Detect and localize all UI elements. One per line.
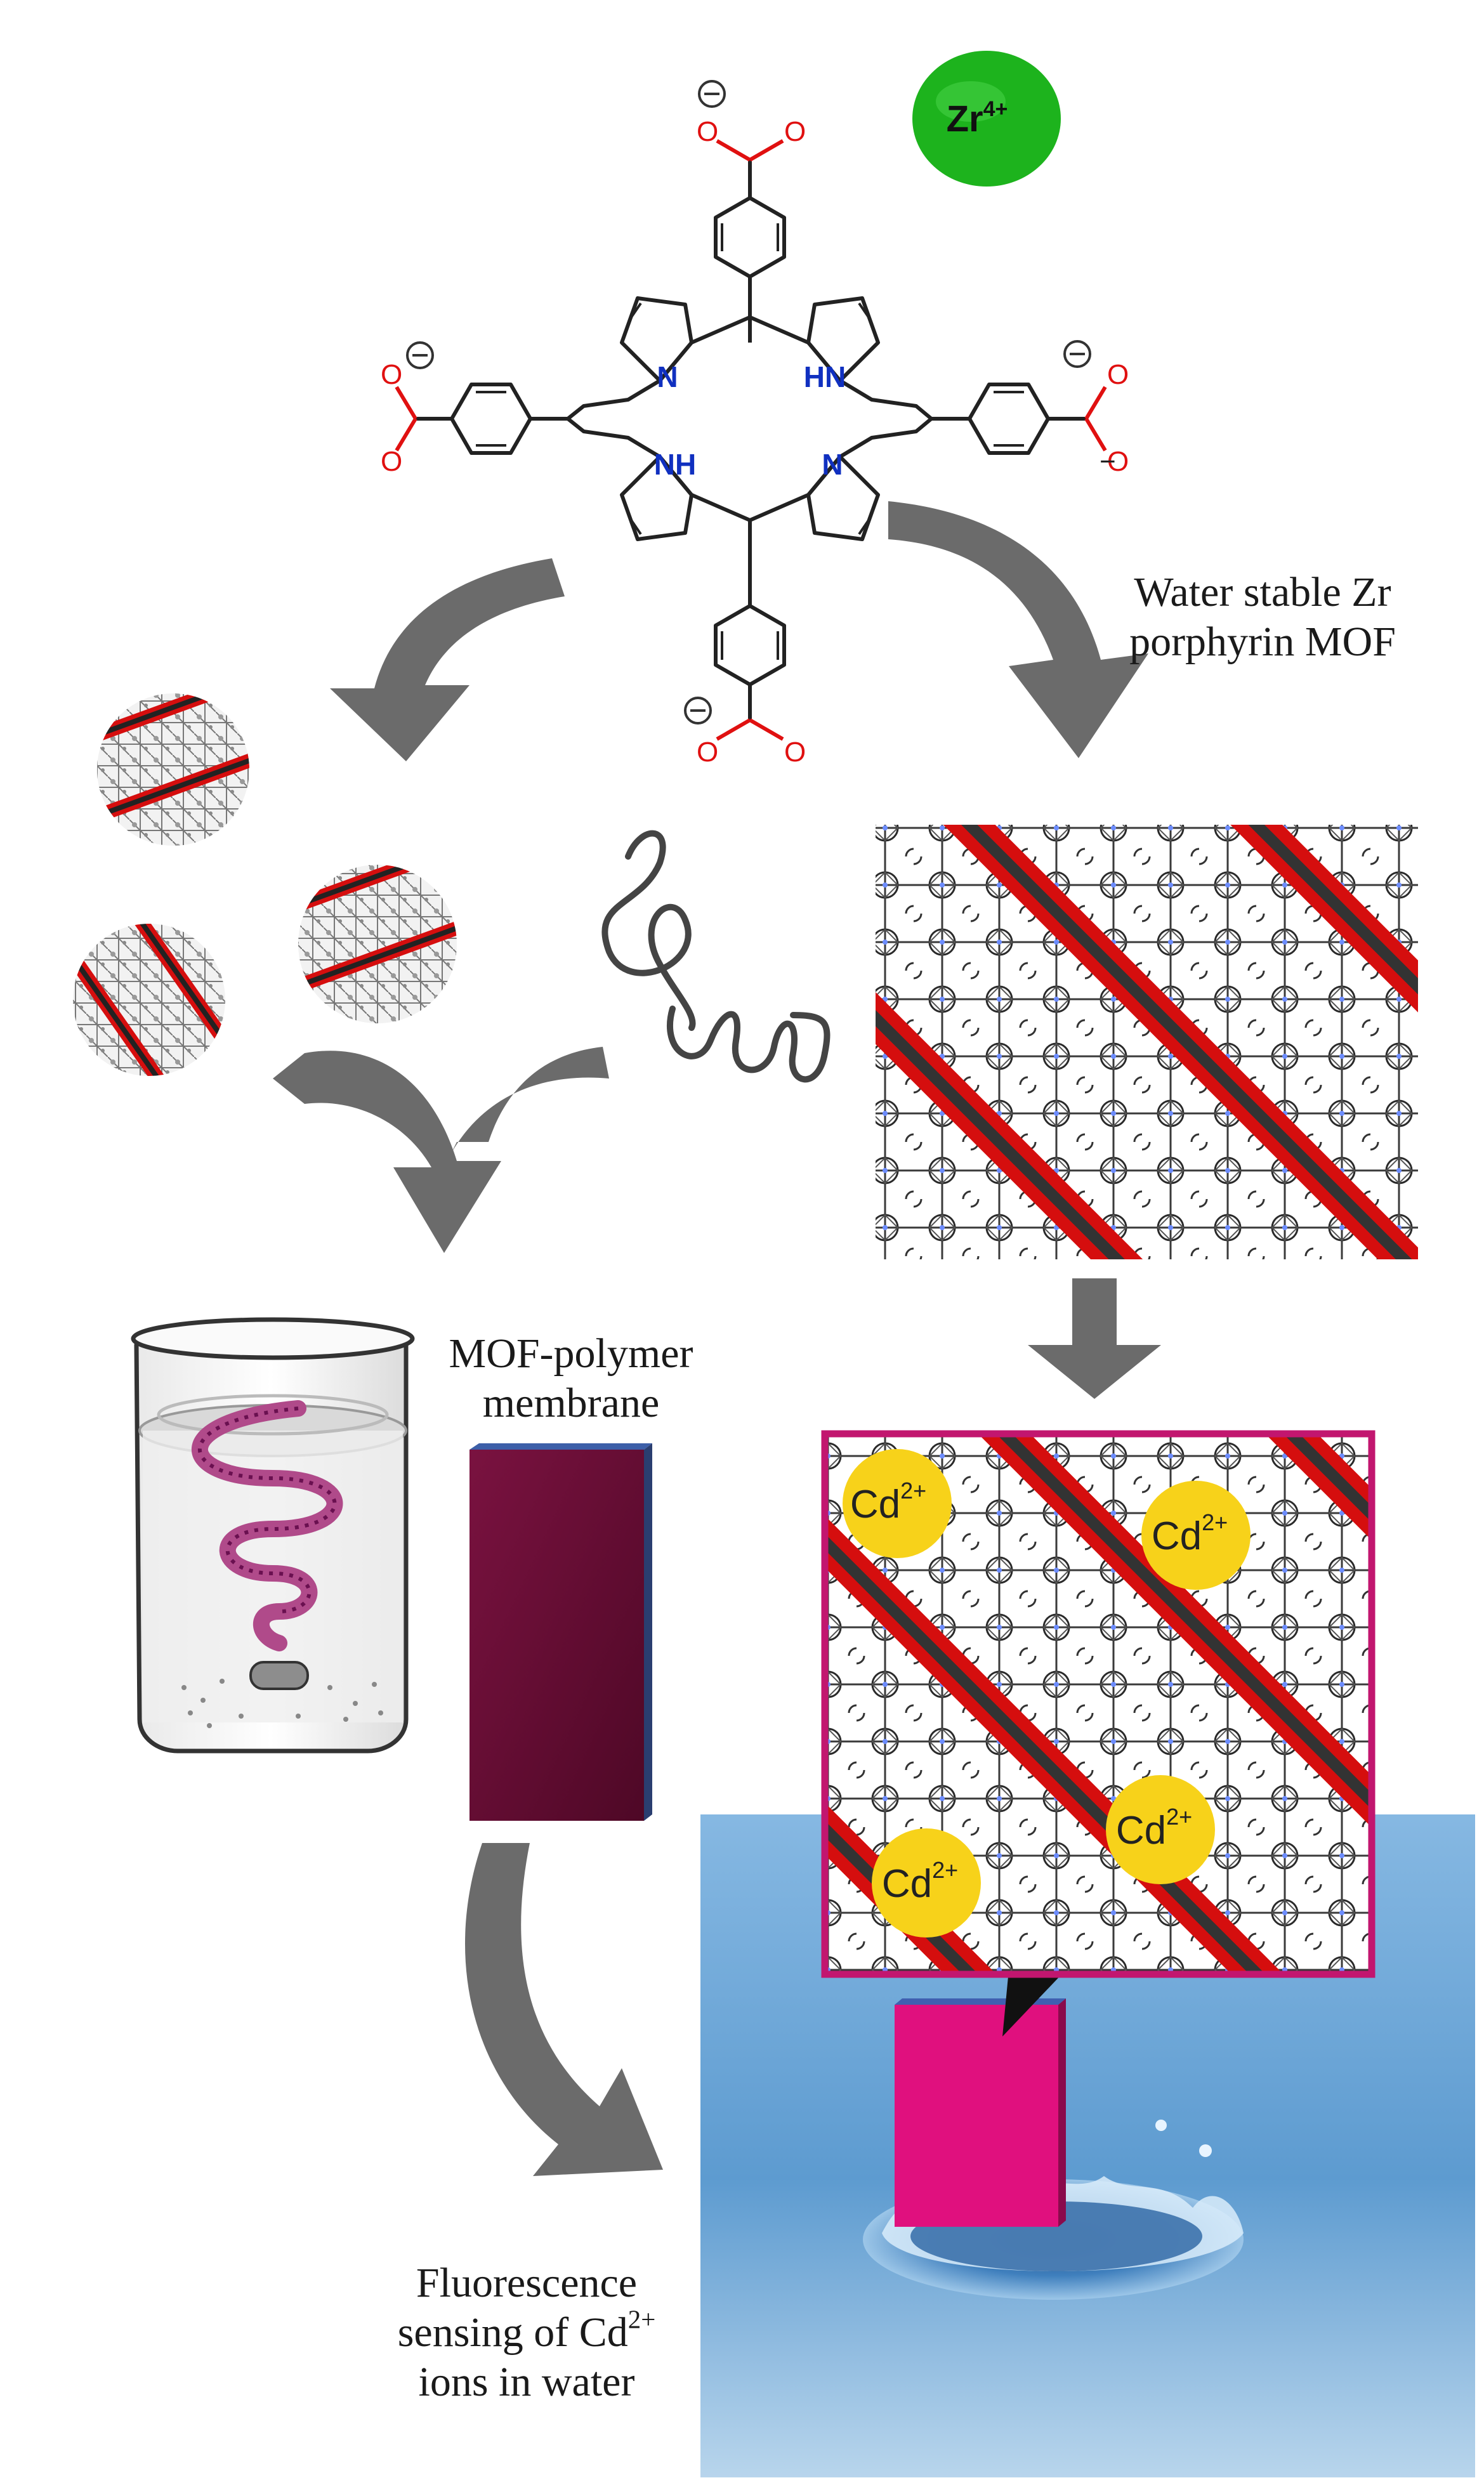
- arrow-to-sensing: [465, 1843, 663, 2176]
- arrows: [273, 501, 1161, 2176]
- beaker: [131, 1317, 415, 1754]
- oxygen-bottom-right: O: [784, 737, 806, 768]
- carboxylate-groups: O O O O O O O O: [381, 80, 1129, 768]
- zr-ion-charge: 4+: [983, 97, 1008, 121]
- oxygen-right-top: O: [1107, 359, 1129, 390]
- ligand-negative-charge: −: [1100, 446, 1116, 477]
- sensing-label-superscript: 2+: [627, 2305, 656, 2334]
- sensing-label-line-2: sensing of Cd2+: [397, 2305, 656, 2356]
- membrane-label: MOF-polymer membrane: [438, 1329, 704, 1428]
- mof-polymer-membrane: [469, 1443, 652, 1821]
- polymer-coil: [601, 830, 831, 1083]
- pyrrole-nitrogens: N HN NH N: [654, 360, 846, 481]
- oxygen-right-bottom: O: [1107, 446, 1129, 477]
- cd-ion-4: Cd2+: [872, 1828, 981, 1938]
- nh-atom-bottom-left: NH: [654, 448, 696, 481]
- zr-ion-label: Zr4+: [947, 97, 1008, 140]
- oxygen-left-bottom: O: [381, 446, 402, 477]
- n-atom-bottom-right: N: [822, 448, 843, 481]
- arrow-from-polymer: [450, 1047, 609, 1155]
- mof-particle-1: [97, 693, 249, 846]
- hn-atom-top-right: HN: [804, 360, 846, 393]
- cd-ion-3-label: Cd2+: [1116, 1804, 1192, 1853]
- arrow-to-mof-particles: [330, 558, 565, 761]
- polymer-spiral: [192, 1400, 343, 1651]
- oxygen-top-left: O: [697, 116, 718, 147]
- porphyrin-ligand: [416, 160, 1086, 720]
- mof-label-line-1: Water stable Zr: [1134, 569, 1391, 615]
- oxygen-bottom-left: O: [697, 737, 718, 768]
- sensing-plate: [895, 1998, 1066, 2227]
- callout-pointer: [1002, 1970, 1066, 2036]
- membrane-label-line-2: membrane: [482, 1379, 660, 1426]
- sensing-label: Fluorescence sensing of Cd2+ ions in wat…: [362, 2259, 692, 2407]
- zr-ion: Zr4+: [912, 51, 1061, 187]
- cd-ion-2-label: Cd2+: [1152, 1509, 1228, 1558]
- cd-ion-1: Cd2+: [843, 1449, 952, 1558]
- stir-bar: [249, 1661, 309, 1690]
- arrow-to-mof-structure: [888, 501, 1148, 758]
- n-atom-top-left: N: [657, 360, 678, 393]
- mof-description-label: Water stable Zr porphyrin MOF: [1072, 568, 1453, 667]
- sensing-label-line-3: ions in water: [418, 2358, 635, 2405]
- cd-ion-3: Cd2+: [1106, 1775, 1215, 1884]
- cd-ion-2: Cd2+: [1141, 1481, 1251, 1590]
- sensing-label-line-1: Fluorescence: [416, 2260, 638, 2306]
- arrow-to-beaker: [273, 1051, 501, 1253]
- mof-crystal-structure: [876, 825, 1418, 1259]
- membrane-label-line-1: MOF-polymer: [449, 1330, 693, 1377]
- oxygen-left-top: O: [381, 359, 402, 390]
- cd-ion-4-label: Cd2+: [882, 1857, 958, 1906]
- mof-particle-3: [298, 865, 457, 1023]
- arrow-to-frame: [1028, 1278, 1161, 1399]
- mof-particle-2: [73, 924, 225, 1076]
- cd-ion-1-label: Cd2+: [850, 1478, 926, 1526]
- mof-label-line-2: porphyrin MOF: [1129, 618, 1396, 665]
- oxygen-top-right: O: [784, 116, 806, 147]
